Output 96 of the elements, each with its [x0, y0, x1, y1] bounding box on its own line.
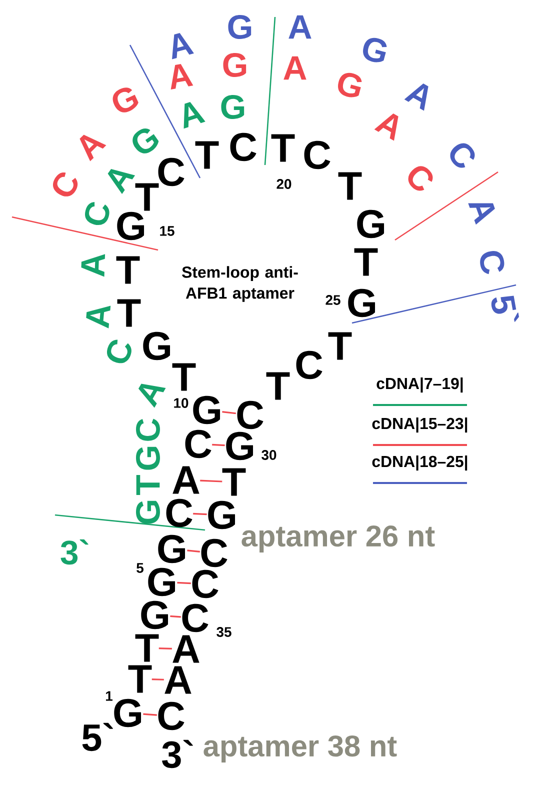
cdna-letter: A	[404, 83, 428, 111]
position-number: 25	[326, 295, 340, 305]
base-pair-line	[212, 444, 225, 446]
nucleotide-letter: G	[158, 534, 186, 564]
cdna-letter: C	[480, 251, 504, 274]
nucleotide-letter: C	[237, 400, 264, 430]
cdna-letter: G	[363, 38, 387, 62]
nucleotide-letter: G	[226, 432, 254, 460]
base-pair-line	[177, 582, 191, 584]
aptamer-length-label: aptamer 38 nt	[204, 735, 397, 763]
nucleotide-letter: T	[271, 134, 295, 162]
nucleotide-letter: G	[117, 212, 144, 240]
cdna-letter: A	[288, 15, 312, 39]
nucleotide-letter: T	[135, 183, 159, 211]
nucleotide-letter: C	[182, 604, 208, 632]
position-number: 20	[276, 179, 292, 189]
nucleotide-letter: T	[116, 256, 140, 284]
cdna-letter: C	[408, 166, 433, 191]
cdna-letter: G	[132, 128, 159, 154]
nucleotide-letter: C	[304, 140, 330, 170]
nucleotide-letter: C	[158, 158, 184, 186]
nucleotide-letter: T	[328, 332, 352, 360]
cdna-letter: G	[228, 15, 252, 39]
legend-label: cDNA|15–23|	[372, 417, 468, 433]
nucleotide-letter: T	[354, 248, 378, 276]
cdna-letter: A	[284, 56, 306, 80]
nucleotide-letter: T	[338, 172, 362, 200]
cdna-letter: C	[450, 143, 475, 168]
cdna-letter: A	[468, 203, 495, 225]
cdna-letter: A	[80, 134, 106, 162]
position-number: 10	[174, 398, 188, 408]
cdna-letter: A	[138, 384, 166, 408]
cdna-letter: 5`	[491, 296, 519, 322]
nucleotide-letter: G	[357, 210, 384, 238]
nucleotide-letter: C	[166, 498, 192, 528]
cdna-letter: 3`	[60, 539, 88, 565]
cdna-letter: A	[81, 254, 106, 277]
nucleotide-letter: T	[195, 141, 219, 169]
nucleotide-letter: T	[266, 372, 290, 400]
nucleotide-letter: T	[117, 299, 141, 327]
nucleotide-letter: C	[230, 132, 256, 162]
position-number: 15	[160, 226, 174, 236]
cdna-letter: G	[221, 95, 244, 119]
base-pair-line	[200, 480, 222, 482]
cdna-letter: A	[172, 33, 194, 60]
nucleotide-letter: T	[172, 363, 196, 391]
cdna-letter: A	[374, 113, 398, 141]
aptamer-length-label: aptamer 26 nt	[242, 525, 435, 553]
caption-text: Stem-loop anti-AFB1 aptamer	[182, 266, 298, 302]
nucleotide-letter: T	[128, 665, 152, 693]
cdna-letter: A	[184, 102, 206, 129]
nucleotide-letter: A	[172, 466, 200, 494]
cdna-letter: G	[338, 72, 362, 98]
cdna-letter: C	[136, 418, 160, 441]
base-pair-line	[222, 410, 236, 414]
nucleotide-letter: G	[148, 568, 176, 596]
cdna-letter: C	[53, 172, 78, 196]
end-label: 3`	[162, 740, 193, 768]
nucleotide-letter: A	[164, 666, 192, 694]
cdna-letter: C	[85, 202, 110, 226]
nucleotide-letter: G	[141, 600, 168, 630]
base-pair-line	[143, 713, 157, 716]
cdna-letter: C	[107, 340, 132, 364]
nucleotide-letter: G	[143, 332, 170, 360]
position-number: 35	[216, 627, 232, 637]
cdna-letter: A	[170, 64, 194, 90]
nucleotide-letter: G	[193, 396, 220, 424]
position-number: 30	[262, 450, 276, 460]
nucleotide-letter: T	[135, 634, 159, 662]
nucleotide-letter: G	[348, 288, 376, 318]
base-pair-line	[158, 648, 172, 650]
nucleotide-letter: C	[201, 538, 228, 568]
cdna-letter: G	[136, 500, 160, 524]
legend-label: cDNA|7–19|	[376, 377, 463, 393]
base-pair-line	[193, 512, 207, 516]
cdna-letter: A	[86, 306, 111, 328]
end-label: 5`	[82, 722, 113, 752]
nucleotide-letter: A	[172, 635, 200, 663]
cdna-letter: T	[136, 475, 160, 495]
position-number: 5	[136, 563, 144, 573]
base-pair-line	[170, 615, 181, 618]
nucleotide-letter: C	[158, 702, 184, 730]
cdna-letter: G	[223, 53, 246, 77]
nucleotide-letter: G	[208, 500, 236, 530]
nucleotide-letter: C	[296, 350, 322, 380]
cdna-letter: G	[136, 446, 160, 470]
nucleotide-letter: C	[192, 570, 218, 598]
nucleotide-letter: G	[114, 698, 142, 728]
position-number: 1	[106, 691, 112, 701]
cdna-letter: A	[108, 168, 136, 194]
cdna-letter: G	[112, 88, 138, 112]
nucleotide-letter: C	[185, 430, 212, 458]
base-pair-line	[152, 678, 164, 680]
legend-label: cDNA|18–25|	[372, 455, 468, 471]
base-pair-line	[187, 550, 200, 552]
nucleotide-letter: T	[222, 468, 246, 496]
